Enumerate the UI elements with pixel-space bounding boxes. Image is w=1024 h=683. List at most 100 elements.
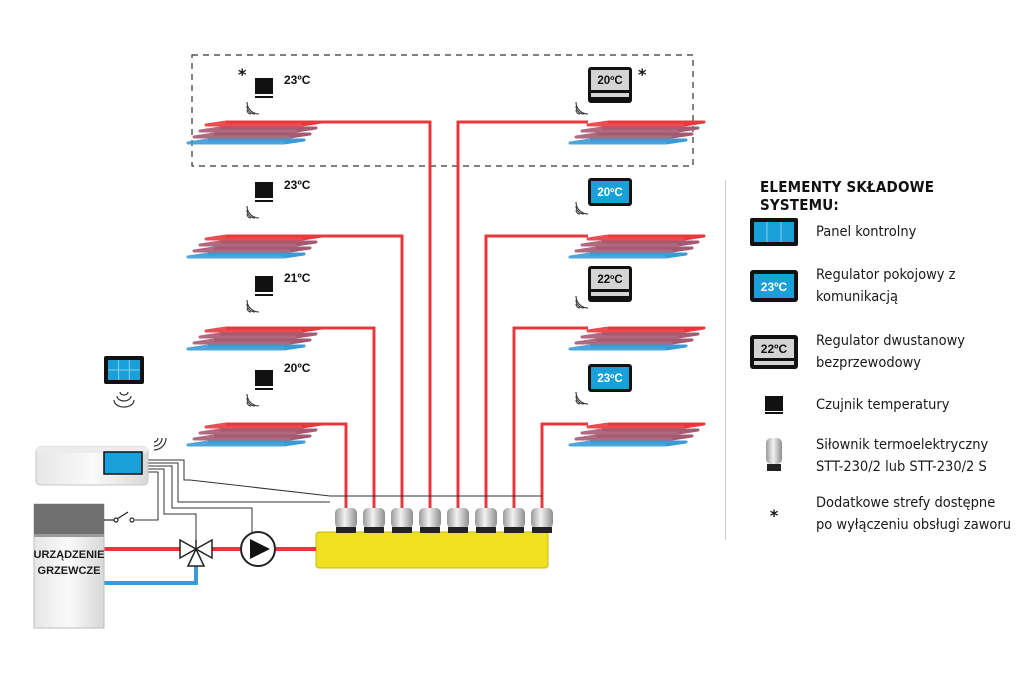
thermoelectric-actuator <box>503 508 525 533</box>
legend-line: Panel kontrolny <box>816 224 917 240</box>
floor-heating-loop <box>568 120 706 145</box>
temperature-sensor <box>255 182 273 202</box>
thermoelectric-actuator <box>475 508 497 533</box>
supply-pipe <box>300 422 348 510</box>
temperature-sensor <box>255 370 273 390</box>
supply-pipe <box>512 326 588 510</box>
floor-heating-loop <box>186 234 324 259</box>
wifi-icon <box>575 391 589 405</box>
legend-text-actuator: Siłownik termoelektryczny STT-230/2 lub … <box>816 434 988 478</box>
legend-item-temperature-sensor: Czujnik temperatury <box>748 394 1018 416</box>
floor-heating-loop <box>568 326 706 351</box>
wifi-icon <box>246 393 260 407</box>
legend-text-regulator-communication: Regulator pokojowy z komunikacją <box>816 264 955 308</box>
zone-left-4-temp: 20ºC <box>284 361 311 375</box>
legend-item-regulator-two-state: 22ºC Regulator dwustanowy bezprzewodowy <box>748 330 1018 374</box>
wifi-icon <box>246 299 260 313</box>
temperature-sensor <box>255 276 273 296</box>
legend-line: komunikacją <box>816 289 898 305</box>
legend-item-actuator: Siłownik termoelektryczny STT-230/2 lub … <box>748 434 1018 478</box>
supply-pipe <box>322 120 432 510</box>
legend-item-asterisk: * Dodatkowe strefy dostępne po wyłączeni… <box>748 492 1018 536</box>
floor-heating-loop <box>186 422 324 447</box>
left-zone-sensors <box>246 78 589 407</box>
wifi-icon <box>246 101 260 115</box>
wifi-icon <box>575 101 589 115</box>
asterisk-right: * <box>638 65 647 84</box>
switch-contact <box>104 511 135 523</box>
regulator-right-2: 20ºC <box>588 178 632 206</box>
thermoelectric-actuator <box>531 508 553 533</box>
floor-heating-loop <box>186 326 324 351</box>
temperature-sensor <box>255 78 273 98</box>
control-wiring <box>135 459 542 540</box>
floor-heating-loop <box>186 120 324 145</box>
legend-line: Czujnik temperatury <box>816 397 950 413</box>
regulator-right-3: 22ºC <box>588 266 632 302</box>
legend-line: Regulator pokojowy z <box>816 267 956 283</box>
circulation-pump <box>240 531 276 567</box>
thermoelectric-actuator <box>447 508 469 533</box>
legend-text-regulator-two-state: Regulator dwustanowy bezprzewodowy <box>816 330 965 374</box>
legend-icon-text: * <box>770 506 779 524</box>
asterisk-icon: * <box>748 504 800 524</box>
legend-line: Dodatkowe strefy dostępne <box>816 495 996 511</box>
legend-line: STT-230/2 lub STT-230/2 S <box>816 459 987 475</box>
floor-heaters <box>186 120 706 447</box>
controller-unit <box>35 446 149 486</box>
thermoelectric-actuator <box>391 508 413 533</box>
boiler-label-line1: URZĄDZENIE <box>34 549 105 561</box>
legend-item-panel: Panel kontrolny <box>748 218 1018 246</box>
regulator-two-state-icon: 22ºC <box>748 335 800 369</box>
zone-left-3-temp: 21ºC <box>284 271 311 285</box>
supply-pipes <box>300 120 588 510</box>
control-panel <box>104 356 144 384</box>
zone-right-3-temp: 22ºC <box>597 274 622 286</box>
legend: ELEMENTY SKŁADOWE SYSTEMU: Panel kontrol… <box>748 178 1018 533</box>
legend-text-temperature-sensor: Czujnik temperatury <box>816 394 949 416</box>
legend-line: Regulator dwustanowy <box>816 333 965 349</box>
zone-right-4-temp: 23ºC <box>597 373 622 385</box>
supply-pipe <box>484 234 588 510</box>
regulator-communication-icon: 23ºC <box>748 270 800 302</box>
legend-icon-text: 23ºC <box>761 280 788 294</box>
legend-text-panel: Panel kontrolny <box>816 221 916 243</box>
supply-pipe <box>322 234 404 510</box>
floor-heating-loop <box>568 234 706 259</box>
legend-line: bezprzewodowy <box>816 355 921 371</box>
main-pipes <box>104 547 316 585</box>
actuator-icon <box>748 438 800 474</box>
wifi-icon <box>575 201 589 215</box>
legend-item-regulator-communication: 23ºC Regulator pokojowy z komunikacją <box>748 264 1018 308</box>
wifi-icon <box>113 391 135 408</box>
asterisk-left: * <box>238 65 247 84</box>
legend-title: ELEMENTY SKŁADOWE SYSTEMU: <box>760 178 935 214</box>
thermoelectric-actuator <box>419 508 441 533</box>
supply-pipe <box>456 120 588 510</box>
zone-right-2-temp: 20ºC <box>597 187 622 199</box>
panel-icon <box>748 218 800 246</box>
wifi-icon <box>246 205 260 219</box>
legend-text-asterisk: Dodatkowe strefy dostępne po wyłączeniu … <box>816 492 1011 536</box>
actuators <box>335 508 553 533</box>
thermoelectric-actuator <box>335 508 357 533</box>
regulator-right-4: 23ºC <box>588 364 632 392</box>
wifi-icon <box>153 437 167 451</box>
legend-separator <box>725 180 726 540</box>
boiler-label-line2: GRZEWCZE <box>38 565 101 577</box>
manifold <box>315 531 549 569</box>
supply-pipe <box>540 422 588 510</box>
heating-device: URZĄDZENIE GRZEWCZE <box>33 503 105 629</box>
wifi-icon <box>575 295 589 309</box>
regulator-right-1: 20ºC <box>588 67 632 103</box>
three-way-valve <box>179 538 213 567</box>
legend-icon-text: 22ºC <box>761 342 788 356</box>
zone-right-1-temp: 20ºC <box>597 75 622 87</box>
temperature-sensor-icon <box>748 394 800 416</box>
supply-pipe <box>322 326 376 510</box>
thermoelectric-actuator <box>363 508 385 533</box>
additional-zones-box <box>191 54 694 167</box>
floor-heating-loop <box>568 422 706 447</box>
zone-left-2-temp: 23ºC <box>284 178 311 192</box>
